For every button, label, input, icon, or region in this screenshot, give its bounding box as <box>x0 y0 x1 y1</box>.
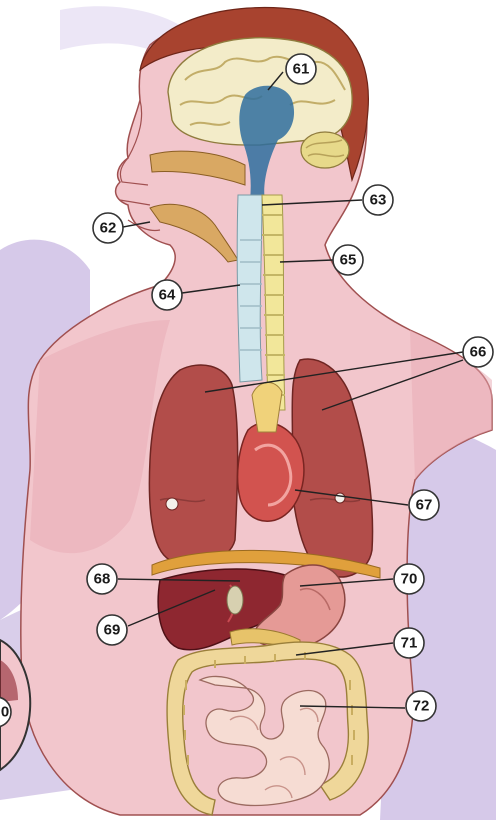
svg-text:68: 68 <box>94 571 111 588</box>
callout-71: 71 <box>394 628 424 658</box>
svg-text:66: 66 <box>470 344 487 361</box>
callout-67: 67 <box>409 490 439 520</box>
callout-62: 62 <box>93 213 123 243</box>
svg-text:63: 63 <box>370 192 387 209</box>
svg-text:70: 70 <box>401 571 418 588</box>
svg-text:0: 0 <box>1 704 9 721</box>
svg-text:69: 69 <box>104 622 121 639</box>
svg-text:71: 71 <box>401 635 418 652</box>
svg-text:65: 65 <box>340 252 357 269</box>
trachea <box>237 195 262 382</box>
callout-64: 64 <box>152 280 182 310</box>
callout-68: 68 <box>87 564 117 594</box>
callout-65: 65 <box>333 245 363 275</box>
callout-66: 66 <box>463 337 493 367</box>
callout-69: 69 <box>97 615 127 645</box>
svg-text:67: 67 <box>416 497 433 514</box>
callout-72: 72 <box>406 691 436 721</box>
svg-text:61: 61 <box>293 61 310 78</box>
svg-text:64: 64 <box>159 287 176 304</box>
callout-61: 61 <box>286 54 316 84</box>
svg-text:72: 72 <box>413 698 430 715</box>
svg-text:62: 62 <box>100 220 117 237</box>
callout-70: 70 <box>394 564 424 594</box>
callout-63: 63 <box>363 185 393 215</box>
